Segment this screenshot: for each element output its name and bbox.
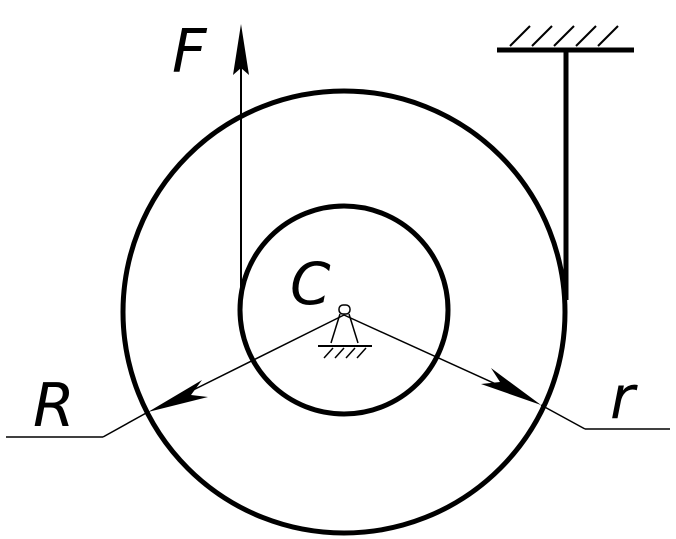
- inner-radius-label: r: [610, 363, 638, 433]
- center-label: C: [290, 250, 331, 318]
- force-arrow: [233, 24, 249, 310]
- pivot-support: [318, 304, 372, 359]
- ceiling-support: [497, 25, 634, 53]
- force-label: F: [172, 17, 208, 87]
- outer-radius-label: R: [33, 371, 75, 441]
- outer-radius-indicator: [6, 314, 345, 438]
- outer-circle: [120, 88, 568, 536]
- inner-radius-indicator: [343, 314, 670, 430]
